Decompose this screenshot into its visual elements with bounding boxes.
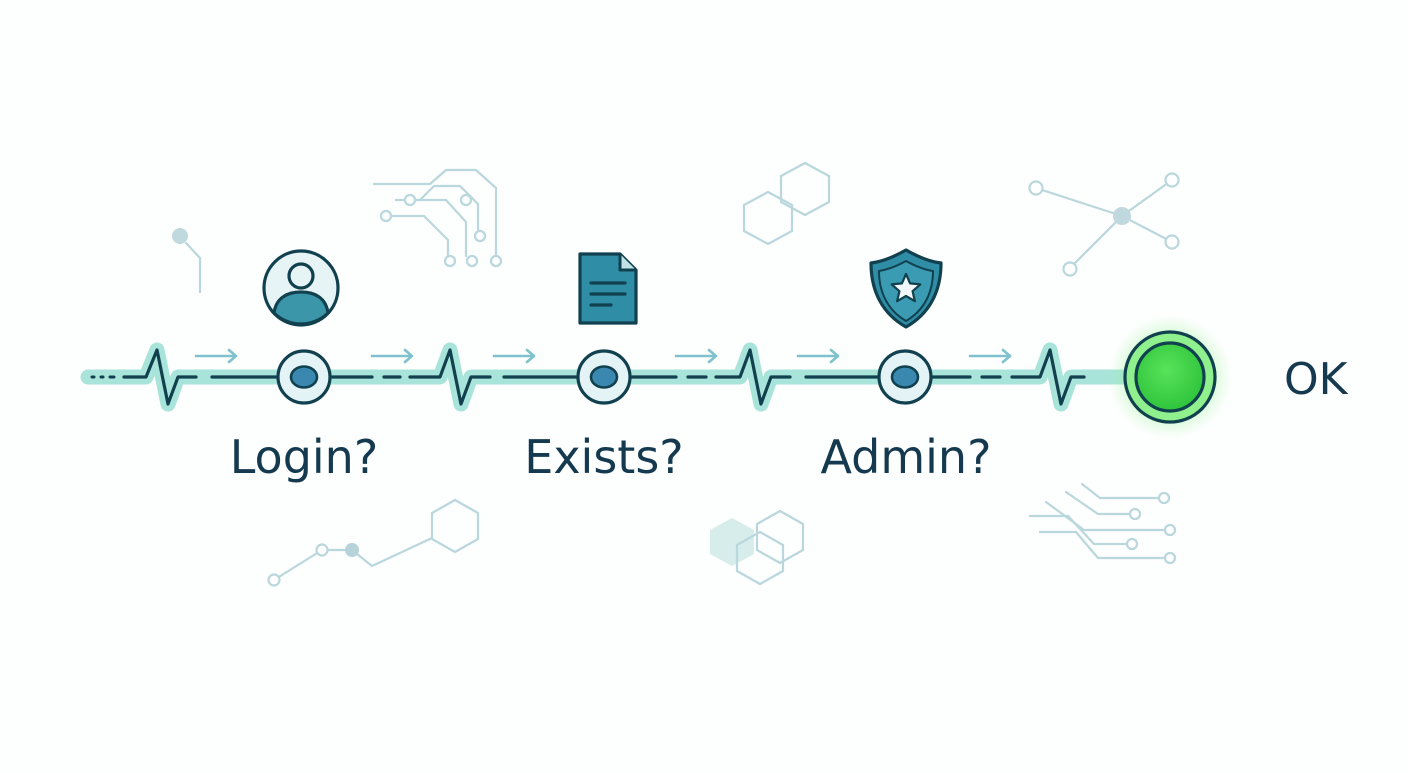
flow-arrow-5 — [796, 348, 840, 364]
step-node-admin — [877, 349, 933, 405]
shield-star-icon — [869, 248, 943, 329]
flow-arrow-4 — [674, 348, 718, 364]
hexagons-top — [742, 161, 831, 246]
ok-status-node — [1108, 315, 1232, 439]
document-icon — [578, 252, 638, 325]
step-label-exists: Exists? — [524, 430, 684, 484]
hexagons-bottom-center — [710, 509, 805, 586]
step-label-admin: Admin? — [820, 430, 992, 484]
result-label-ok: OK — [1284, 354, 1348, 405]
circuit-traces-bottom-right — [1028, 482, 1177, 565]
flow-arrow-6 — [968, 348, 1012, 364]
step-label-login: Login? — [229, 430, 379, 484]
step-node-exists — [576, 349, 632, 405]
flow-arrow-2 — [370, 348, 414, 364]
circuit-traces-top — [372, 168, 503, 268]
network-nodes-top-right — [1028, 172, 1180, 277]
timeline — [80, 315, 1232, 439]
flow-arrow-3 — [492, 348, 536, 364]
flow-arrows — [194, 348, 1012, 364]
decorative-background — [172, 161, 1180, 587]
flow-arrow-1 — [194, 348, 238, 364]
step-node-login — [276, 349, 332, 405]
molecule-bottom-left — [267, 498, 480, 587]
pin-decoration-left — [172, 228, 202, 294]
user-icon — [262, 249, 340, 327]
timeline-core — [90, 348, 1086, 406]
